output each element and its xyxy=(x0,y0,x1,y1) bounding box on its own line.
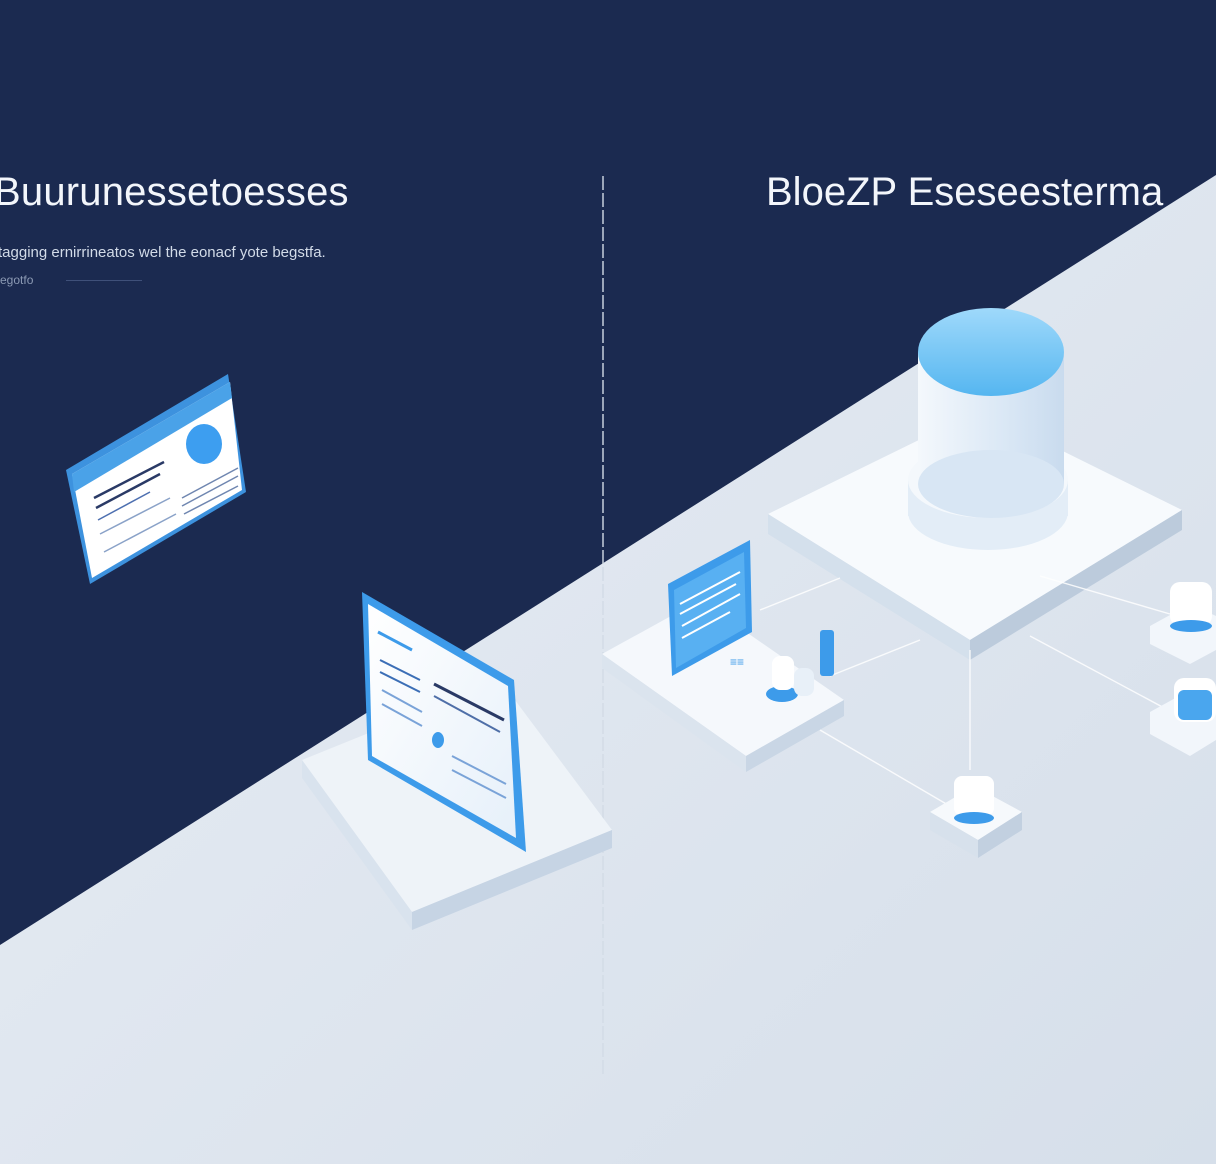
monitor-station-icon: ≡≡ xyxy=(602,540,844,772)
network-connections xyxy=(759,575,1171,813)
node-icon xyxy=(930,776,1022,858)
node-icon xyxy=(1150,678,1216,756)
left-panel-caption: egotfo xyxy=(0,273,34,287)
navy-backdrop xyxy=(0,0,1216,945)
document-card-icon xyxy=(66,374,246,584)
left-panel-subtitle: tagging ernirrineatos wel the eonacf yot… xyxy=(0,244,326,261)
caption-divider xyxy=(66,280,142,281)
database-cylinder-icon xyxy=(768,308,1182,660)
svg-text:≡≡: ≡≡ xyxy=(730,655,744,669)
left-panel-title: Buurunessetoesses xyxy=(0,170,349,214)
right-panel-title: BloeZP Eseseesterma xyxy=(766,170,1164,214)
laptop-screen-icon xyxy=(302,592,612,930)
node-icon xyxy=(1150,582,1216,664)
